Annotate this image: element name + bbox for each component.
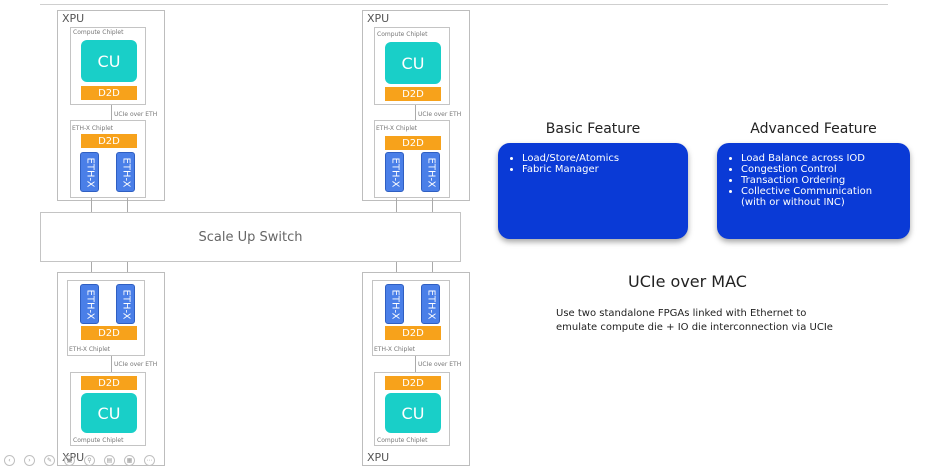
eth-x-block: ETH-X xyxy=(385,284,404,324)
eth-x-label: ETH-X xyxy=(389,157,401,187)
ucie-link-label: UCIe over ETH xyxy=(418,111,462,118)
top-divider xyxy=(40,4,888,5)
ucie-link-line xyxy=(415,356,416,372)
basic-feature-box: Load/Store/Atomics Fabric Manager xyxy=(498,143,688,239)
basic-feature-title: Basic Feature xyxy=(545,121,641,137)
cu-block: CU xyxy=(385,393,441,433)
switch-label: Scale Up Switch xyxy=(198,229,303,245)
list-item: Load Balance across IOD xyxy=(741,153,902,164)
advanced-feature-box: Load Balance across IOD Congestion Contr… xyxy=(717,143,910,239)
xpu-label: XPU xyxy=(62,12,85,25)
ucie-link-label: UCIe over ETH xyxy=(114,361,158,368)
eth-x-label: ETH-X xyxy=(84,157,96,187)
compute-chiplet-label: Compute Chiplet xyxy=(73,29,124,36)
list-item: Congestion Control xyxy=(741,164,902,175)
switch-link-line xyxy=(396,198,397,212)
cu-block: CU xyxy=(81,393,137,433)
eth-x-block: ETH-X xyxy=(421,284,440,324)
arrow-right-icon[interactable]: › xyxy=(24,455,35,466)
eth-chiplet-label: ETH-X Chiplet xyxy=(69,346,111,353)
compute-chiplet-label: Compute Chiplet xyxy=(377,437,428,444)
eth-x-label: ETH-X xyxy=(425,289,437,319)
ucie-description: Use two standalone FPGAs linked with Eth… xyxy=(556,307,886,335)
xpu-label: XPU xyxy=(367,12,390,25)
xpu-label: XPU xyxy=(367,451,390,464)
switch-link-line xyxy=(127,198,128,212)
advanced-feature-list: Load Balance across IOD Congestion Contr… xyxy=(731,153,902,208)
eth-x-label: ETH-X xyxy=(120,157,132,187)
compute-chiplet-label: Compute Chiplet xyxy=(377,31,428,38)
ucie-description-line: Use two standalone FPGAs linked with Eth… xyxy=(556,308,807,319)
subtitles-icon[interactable]: ▤ xyxy=(104,455,115,466)
list-item: Collective Communication xyxy=(741,186,902,197)
eth-x-block: ETH-X xyxy=(80,152,99,192)
cu-block: CU xyxy=(385,42,441,84)
switch-link-line xyxy=(432,198,433,212)
pen-icon[interactable]: ✎ xyxy=(44,455,55,466)
d2d-block: D2D xyxy=(81,134,137,148)
eth-chiplet-label: ETH-X Chiplet xyxy=(376,125,418,132)
d2d-block: D2D xyxy=(385,376,441,390)
cu-block: CU xyxy=(81,40,137,82)
list-item: Load/Store/Atomics xyxy=(522,153,680,164)
ucie-description-line: emulate compute die + IO die interconnec… xyxy=(556,322,833,333)
advanced-feature-title: Advanced Feature xyxy=(750,121,877,137)
eth-chiplet-label: ETH-X Chiplet xyxy=(72,125,114,132)
d2d-block: D2D xyxy=(385,136,441,150)
eth-x-block: ETH-X xyxy=(80,284,99,324)
screen-icon[interactable]: ▣ xyxy=(64,455,75,466)
eth-x-label: ETH-X xyxy=(84,289,96,319)
d2d-block: D2D xyxy=(385,326,441,340)
d2d-block: D2D xyxy=(385,87,441,101)
compute-chiplet-label: Compute Chiplet xyxy=(73,437,124,444)
list-item: (with or without INC) xyxy=(741,197,845,208)
zoom-icon[interactable]: ⚲ xyxy=(84,455,95,466)
eth-chiplet-label: ETH-X Chiplet xyxy=(374,346,416,353)
scale-up-switch: Scale Up Switch xyxy=(40,212,461,262)
eth-x-block: ETH-X xyxy=(116,284,135,324)
more-icon[interactable]: ⋯ xyxy=(144,455,155,466)
arrow-left-icon[interactable]: ‹ xyxy=(4,455,15,466)
ucie-link-label: UCIe over ETH xyxy=(418,361,462,368)
d2d-block: D2D xyxy=(81,326,137,340)
d2d-block: D2D xyxy=(81,376,137,390)
eth-x-block: ETH-X xyxy=(385,152,404,192)
ucie-link-label: UCIe over ETH xyxy=(114,111,158,118)
ucie-link-line xyxy=(111,356,112,372)
switch-link-line xyxy=(91,198,92,212)
eth-x-label: ETH-X xyxy=(389,289,401,319)
list-item: Fabric Manager xyxy=(522,164,680,175)
basic-feature-list: Load/Store/Atomics Fabric Manager xyxy=(512,153,680,175)
ucie-link-line xyxy=(415,105,416,129)
list-item: Transaction Ordering xyxy=(741,175,902,186)
eth-x-label: ETH-X xyxy=(120,289,132,319)
d2d-block: D2D xyxy=(81,86,137,100)
eth-x-label: ETH-X xyxy=(425,157,437,187)
grid-icon[interactable]: ▦ xyxy=(124,455,135,466)
ucie-link-line xyxy=(111,105,112,129)
eth-x-block: ETH-X xyxy=(116,152,135,192)
eth-x-block: ETH-X xyxy=(421,152,440,192)
ucie-over-mac-title: UCIe over MAC xyxy=(628,272,747,291)
